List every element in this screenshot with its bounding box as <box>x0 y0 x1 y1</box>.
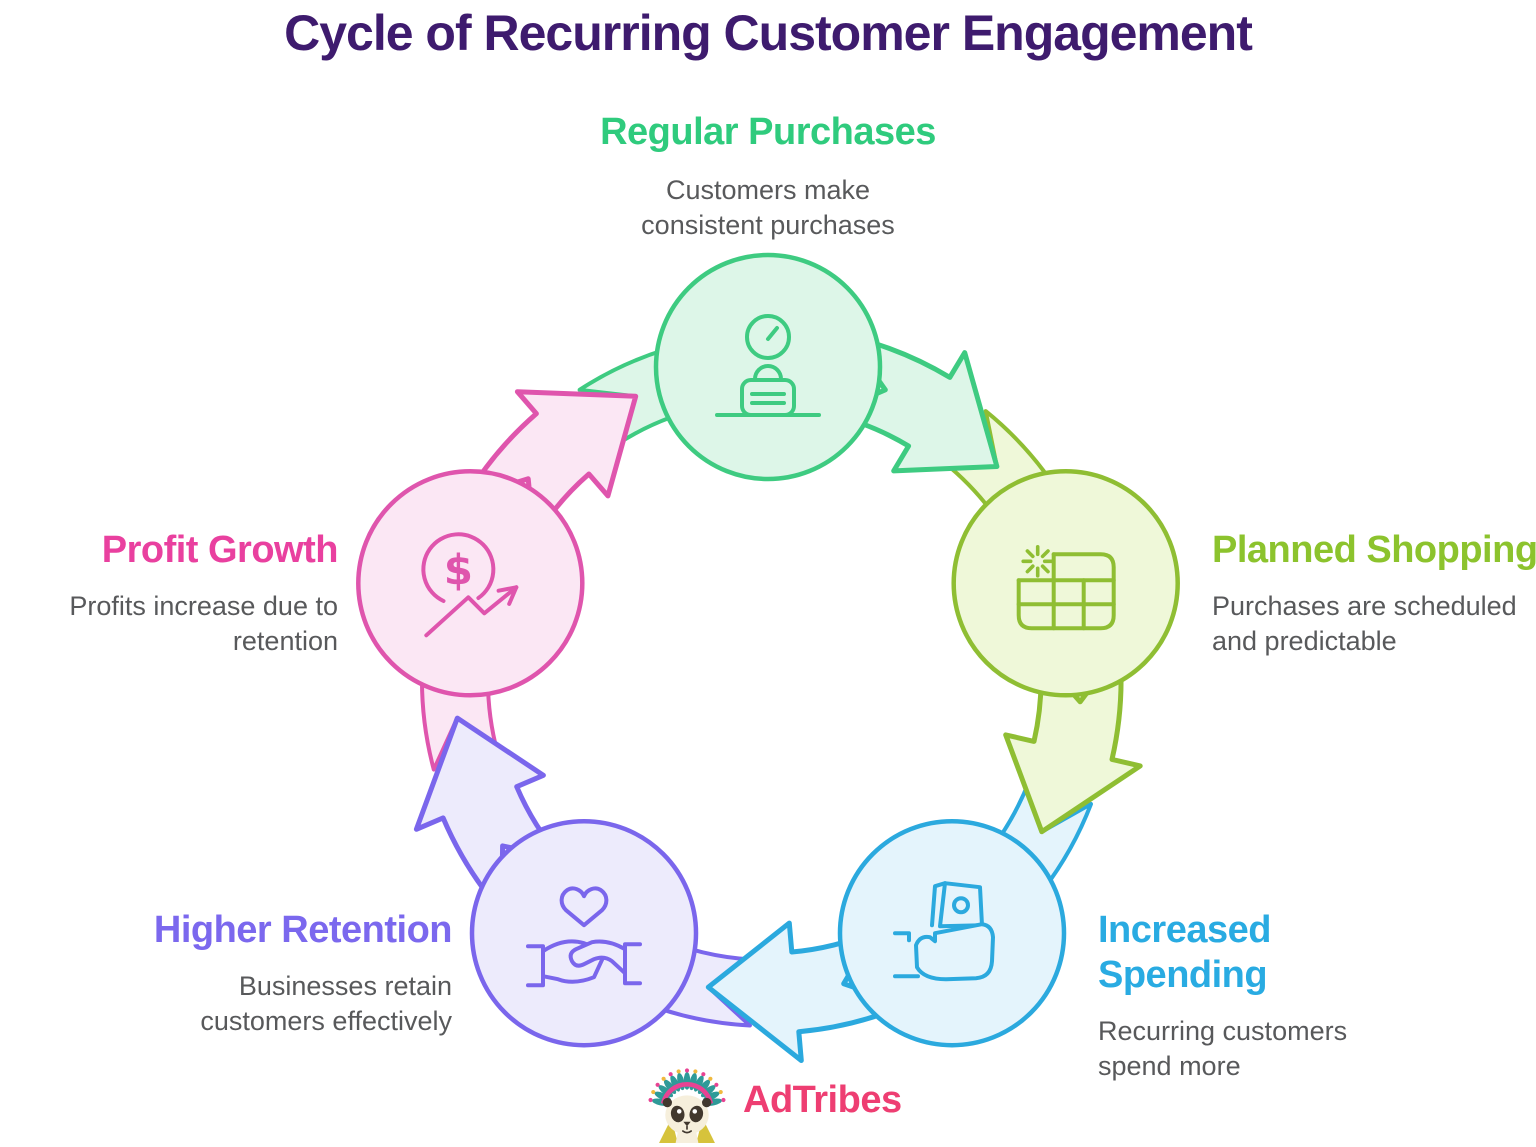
node-label-regular-purchases: Regular Purchases Customers make consist… <box>0 110 1536 244</box>
panda-pupil-left <box>676 1109 682 1114</box>
panda-face <box>665 1095 709 1135</box>
node-circle <box>356 469 585 698</box>
node-desc: Profits increase due to retention <box>69 590 338 657</box>
calendar-grid-sparkle-icon <box>1016 544 1116 631</box>
node-title: Regular Purchases <box>600 111 936 153</box>
node-title: Higher Retention <box>153 909 453 951</box>
panda-pupil-right <box>692 1109 698 1114</box>
panda-eye-right <box>689 1105 704 1123</box>
bill-coin <box>952 896 970 915</box>
hand-holding-money-icon <box>893 881 995 982</box>
node-desc: Customers make consistent purchases <box>641 174 895 241</box>
panda-ear-left <box>662 1097 672 1108</box>
node-desc: Businesses retain customers effectively <box>200 970 452 1037</box>
node-label-higher-retention: Higher Retention Businesses retain custo… <box>92 908 453 1040</box>
body-right <box>696 1118 715 1143</box>
heart-handshake-icon <box>526 886 642 988</box>
table-outline <box>1016 552 1116 631</box>
panda-ear-right <box>702 1097 712 1108</box>
brand-logo: AdTribes <box>645 1056 902 1144</box>
node-desc: Recurring customers spend more <box>1098 1015 1348 1082</box>
node-circle <box>951 469 1180 698</box>
node-circle <box>469 818 699 1048</box>
node-label-profit-growth: Profit Growth Profits increase due to re… <box>18 528 338 660</box>
clock-shopping-bag-icon <box>715 314 821 417</box>
body-left <box>659 1118 678 1143</box>
bag-handle <box>753 364 783 385</box>
bill-back <box>930 881 947 928</box>
trend-arrow <box>424 585 519 638</box>
bag-body <box>740 378 796 417</box>
panda-nose <box>683 1121 691 1127</box>
dollar-sign: $ <box>444 545 473 594</box>
node-title: Planned Shopping <box>1212 529 1536 571</box>
clock-face <box>745 314 791 360</box>
sparkle <box>1021 544 1054 578</box>
bag-lines <box>750 392 786 405</box>
dollar-growth-arrow-icon: $ <box>421 532 519 638</box>
panda-eye-left <box>670 1105 685 1123</box>
dollar-circle <box>421 532 496 603</box>
clock-hand <box>766 326 779 341</box>
fist <box>914 922 995 982</box>
cuff <box>893 931 920 979</box>
node-title: Profit Growth <box>101 529 339 571</box>
node-label-planned-shopping: Planned Shopping Purchases are scheduled… <box>1212 528 1536 660</box>
node-desc: Purchases are scheduled and predictable <box>1212 590 1517 657</box>
heart <box>559 886 609 928</box>
headdress-band <box>660 1082 714 1105</box>
panda-mouth <box>682 1125 692 1134</box>
headdress-tip-dots <box>648 1068 726 1103</box>
page-title: Cycle of Recurring Customer Engagement <box>284 5 1253 61</box>
node-label-increased-spending: Increased Spending Recurring customers s… <box>1098 908 1378 1085</box>
trend-arrowhead <box>496 585 519 606</box>
brand-name: AdTribes <box>743 1078 902 1121</box>
panda-headdress-logo <box>648 1068 726 1143</box>
node-title: Increased Spending <box>1098 909 1271 996</box>
hand-right <box>568 939 627 976</box>
